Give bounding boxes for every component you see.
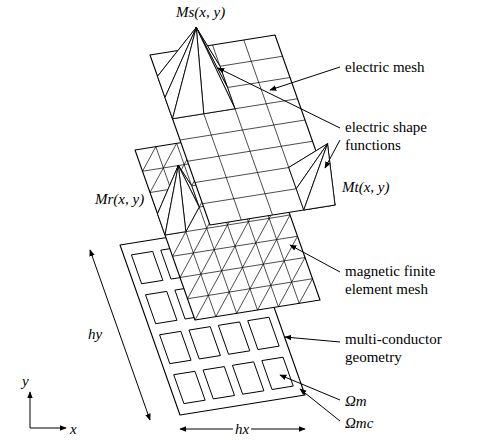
callout-label: electric mesh	[345, 58, 425, 76]
mesh-diagonal	[292, 258, 305, 283]
mesh-diagonal	[173, 232, 186, 257]
callout-label: multi-conductor geometry	[345, 330, 475, 366]
conductor	[232, 362, 263, 394]
callout-label: electric shape functions	[345, 118, 457, 154]
region-label: Ωmc	[345, 414, 373, 432]
mesh-diagonal	[214, 225, 227, 250]
mesh-line	[180, 120, 305, 140]
mesh-diagonal	[237, 289, 250, 314]
shape-function-face	[165, 165, 186, 235]
function-label: Mr(x, y)	[95, 190, 144, 208]
conductor	[262, 357, 293, 389]
mesh-diagonal	[258, 285, 271, 310]
mesh-diagonal	[201, 250, 214, 275]
leader-arrow	[325, 140, 340, 168]
mesh-diagonal	[235, 222, 248, 247]
leader-arrow	[270, 67, 340, 90]
mesh-diagonal	[180, 253, 193, 278]
conductor	[146, 291, 177, 323]
leader-arrow	[280, 375, 340, 400]
mesh-diagonal	[229, 268, 242, 293]
leaders	[30, 67, 340, 429]
conductor	[189, 327, 220, 359]
mesh-diagonal	[284, 236, 297, 261]
leader-arrow	[300, 389, 340, 421]
conductor	[218, 322, 249, 354]
shape-function-face	[173, 28, 204, 119]
leader-arrow	[218, 68, 340, 128]
mesh-diagonal	[216, 292, 229, 317]
mesh-diagonal	[278, 282, 291, 307]
mesh-diagonal	[256, 218, 269, 243]
electric-boundary-shape-function	[289, 144, 335, 210]
mesh-diagonal	[208, 271, 221, 296]
function-label: Ms(x, y)	[176, 3, 225, 21]
mesh-diagonal	[143, 147, 156, 172]
mesh-diagonal	[271, 261, 284, 286]
conductor	[131, 251, 162, 283]
axis-arrow	[30, 428, 66, 429]
axis-label: x	[70, 420, 77, 438]
dimension-label: hx	[233, 420, 251, 438]
leader-arrow	[290, 245, 340, 272]
conductor	[160, 331, 191, 363]
dimension-label: hy	[86, 325, 104, 343]
region-label: Ωm	[345, 392, 367, 410]
callout-label: magnetic finite element mesh	[345, 262, 457, 298]
mesh-diagonal	[195, 295, 208, 320]
shape-function-face	[304, 144, 335, 210]
electric-shape-function	[158, 28, 236, 119]
mesh-diagonal	[299, 279, 312, 304]
mesh-diagonal	[188, 274, 201, 299]
mesh-diagonal	[277, 215, 290, 240]
axis-label: y	[22, 372, 29, 390]
mesh-diagonal	[163, 143, 176, 168]
mesh-diagonal	[222, 246, 235, 271]
mesh-diagonal	[263, 240, 276, 265]
function-label: Mt(x, y)	[342, 178, 389, 196]
mesh-diagonal	[193, 228, 206, 253]
conductor	[203, 367, 234, 399]
mesh-diagonal	[150, 168, 163, 193]
mesh-line	[188, 141, 313, 161]
mesh-diagonal	[243, 243, 256, 268]
conductor	[248, 317, 279, 349]
axis-arrow	[30, 392, 31, 428]
mesh-diagonal	[250, 264, 263, 289]
conductor	[174, 371, 205, 403]
leader-arrow	[285, 337, 340, 342]
